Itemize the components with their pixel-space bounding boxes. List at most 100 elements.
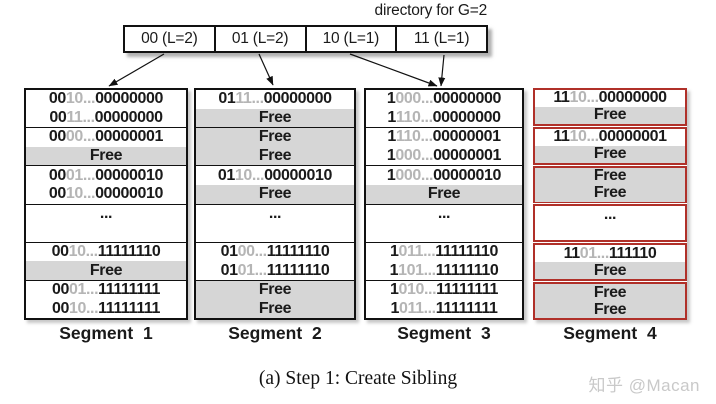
key-local-depth-prefix: 00 bbox=[52, 281, 70, 299]
key-suffix-bits: 00000000 bbox=[433, 90, 502, 108]
arrow-cell-00-to-segment-1 bbox=[108, 53, 165, 87]
key-gray-bits: 01... bbox=[65, 166, 96, 184]
key-suffix-bits: 11111111 bbox=[435, 299, 498, 317]
key-local-depth-prefix: 1 bbox=[386, 147, 396, 165]
directory-title: directory for G=2 bbox=[374, 2, 488, 19]
key-gray-bits: 000... bbox=[395, 166, 434, 184]
key-suffix-bits: 11111110 bbox=[266, 261, 330, 279]
free-slot: Free bbox=[26, 261, 186, 280]
ellipsis-slot: ... bbox=[603, 205, 617, 223]
key-suffix-bits: 11111110 bbox=[97, 242, 161, 260]
arrow-cell-11-to-segment-3 bbox=[438, 54, 446, 87]
directory-cell-00: 00 (L=2) bbox=[125, 27, 216, 51]
key-local-depth-prefix: 11 bbox=[553, 89, 570, 107]
key-gray-bits: 01... bbox=[69, 281, 99, 299]
segment-4-label: Segment 4 bbox=[563, 323, 657, 343]
key-suffix-bits: 00000000 bbox=[94, 108, 163, 126]
key-suffix-bits: 111110 bbox=[608, 244, 657, 262]
key-gray-bits: 01... bbox=[579, 244, 610, 262]
key-suffix-bits: 11111111 bbox=[436, 281, 498, 299]
key-suffix-bits: 00000000 bbox=[95, 90, 164, 108]
key-suffix-bits: 11111111 bbox=[98, 299, 160, 317]
key-local-depth-prefix: 00 bbox=[48, 90, 66, 108]
free-slot: Free bbox=[366, 184, 522, 204]
segment-4-bucket-4: ... bbox=[533, 204, 687, 243]
key-gray-bits: 011... bbox=[398, 242, 436, 260]
key-suffix-bits: 11111110 bbox=[435, 242, 498, 260]
key-suffix-bits: 11111110 bbox=[435, 261, 499, 279]
key-local-depth-prefix: 00 bbox=[48, 185, 66, 203]
key-gray-bits: 11... bbox=[235, 90, 264, 108]
free-slot: Free bbox=[196, 184, 354, 204]
free-slot: Free bbox=[535, 185, 685, 202]
key-suffix-bits: 11111110 bbox=[266, 242, 330, 260]
key-local-depth-prefix: 01 bbox=[220, 261, 238, 279]
key-gray-bits: 10... bbox=[65, 185, 96, 203]
directory-cell-01: 01 (L=2) bbox=[215, 27, 307, 51]
blank-slot bbox=[26, 223, 186, 242]
key-local-depth-prefix: 1 bbox=[390, 242, 399, 260]
key-gray-bits: 01... bbox=[237, 261, 268, 279]
key-gray-bits: 10... bbox=[569, 89, 599, 107]
key-suffix-bits: 00000010 bbox=[95, 185, 164, 203]
free-slot: Free bbox=[535, 262, 685, 280]
key-local-depth-prefix: 1 bbox=[390, 281, 399, 299]
arrow-cell-01-to-segment-2 bbox=[258, 53, 274, 86]
key-local-depth-prefix: 1 bbox=[386, 166, 396, 184]
free-slot: Free bbox=[535, 146, 685, 163]
segment-1-bucket-4: ... bbox=[26, 205, 186, 243]
key-local-depth-prefix: 1 bbox=[390, 299, 399, 317]
key-local-depth-prefix: 11 bbox=[553, 128, 570, 146]
key-local-depth-prefix: 01 bbox=[217, 166, 235, 184]
figure-caption: (a) Step 1: Create Sibling bbox=[258, 368, 458, 389]
key-gray-bits: 010... bbox=[398, 281, 437, 299]
key-suffix-bits: 11111111 bbox=[98, 281, 160, 299]
directory-box: 00 (L=2)01 (L=2)10 (L=1)11 (L=1) bbox=[123, 25, 488, 53]
key-gray-bits: 11... bbox=[66, 108, 95, 126]
key-gray-bits: 011... bbox=[398, 299, 436, 317]
key-local-depth-prefix: 01 bbox=[218, 90, 236, 108]
key-local-depth-prefix: 00 bbox=[52, 299, 70, 317]
key-gray-bits: 000... bbox=[395, 147, 434, 165]
key-local-depth-prefix: 11 bbox=[563, 244, 581, 262]
key-local-depth-prefix: 1 bbox=[387, 128, 396, 146]
key-gray-bits: 110... bbox=[395, 128, 433, 146]
key-suffix-bits: 00000001 bbox=[598, 128, 667, 146]
directory-cell-10: 10 (L=1) bbox=[306, 27, 398, 51]
key-gray-bits: 10... bbox=[69, 299, 99, 317]
key-gray-bits: 110... bbox=[395, 108, 433, 126]
key-local-depth-prefix: 00 bbox=[51, 242, 69, 260]
free-slot: Free bbox=[196, 108, 354, 128]
